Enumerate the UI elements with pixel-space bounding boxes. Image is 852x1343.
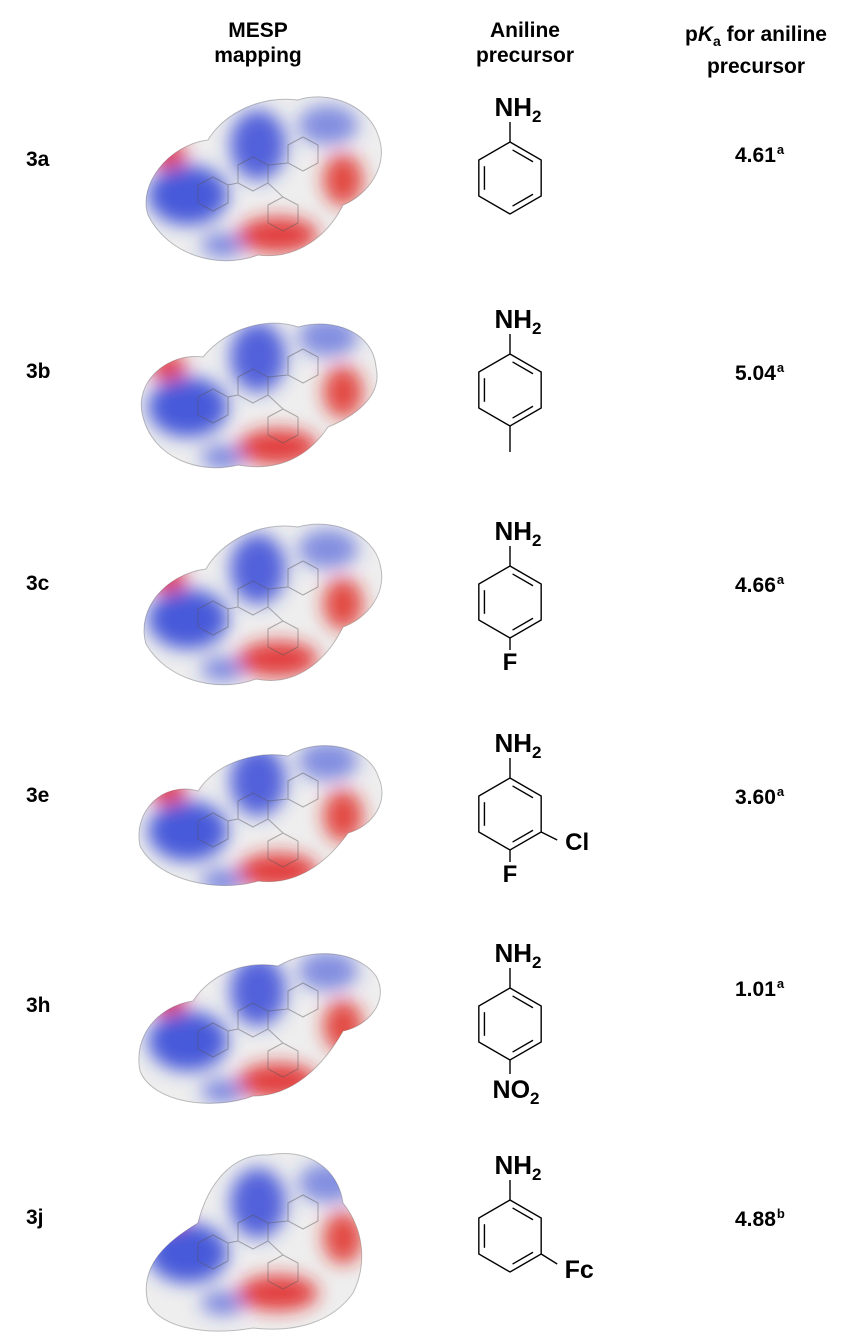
nh2-label: NH2 (494, 516, 541, 550)
pka-number: 3.60 (735, 786, 776, 809)
compound-row-3b: 3b NH2 5.04a (0, 282, 852, 494)
nh2-label: NH2 (494, 728, 541, 762)
mesp-map-image (128, 931, 388, 1121)
header-mesp-line2: mapping (214, 44, 302, 67)
header-aniline-line1: Aniline (489, 19, 560, 42)
ferrocenyl-label: Fc (565, 1256, 594, 1284)
nh2-label: NH2 (494, 304, 541, 338)
fluorine-label: F (503, 649, 518, 676)
pka-footnote: a (776, 976, 785, 991)
nh2-label: NH2 (494, 938, 541, 972)
benzene-ring (478, 968, 542, 1061)
pka-value: 5.04a (735, 360, 784, 386)
compound-id: 3h (26, 994, 51, 1017)
pka-footnote: a (776, 572, 785, 587)
chlorine-label: Cl (565, 829, 589, 856)
compound-row-3a: 3a NH2 4.61a (0, 70, 852, 282)
pka-value: 4.66a (735, 572, 784, 598)
compound-id: 3j (26, 1206, 44, 1229)
pka-footnote: a (776, 784, 785, 799)
pka-number: 5.04 (735, 362, 776, 385)
benzene-ring (478, 122, 542, 215)
header-aniline-line2: precursor (475, 44, 575, 67)
fc-bond (540, 1253, 558, 1265)
benzene-ring (478, 334, 542, 427)
mesp-map-image (128, 297, 388, 487)
nh2-label: NH2 (494, 1150, 541, 1184)
benzene-ring (478, 758, 542, 851)
mesp-map-image (128, 85, 388, 275)
pka-value: 3.60a (735, 784, 784, 810)
benzene-ring (478, 546, 542, 639)
compound-id: 3a (26, 148, 50, 171)
mesp-map-image (128, 721, 388, 911)
mesp-map-image (128, 509, 388, 699)
header-mesp: MESP mapping (178, 18, 338, 68)
header-aniline: Aniline precursor (450, 18, 600, 68)
pka-number: 4.88 (735, 1208, 776, 1231)
pka-value: 1.01a (735, 976, 784, 1002)
mesp-map-image (128, 1143, 388, 1333)
aniline-structure: NH2 (440, 282, 610, 492)
benzene-ring (478, 1180, 542, 1273)
pka-number: 4.61 (735, 144, 776, 167)
pka-value: 4.88b (735, 1206, 785, 1232)
header-pka-line2: precursor (706, 55, 806, 79)
pka-number: 1.01 (735, 978, 776, 1001)
nitro-label: NO2 (493, 1076, 540, 1108)
header-pka: pKa for aniline precursor (660, 22, 852, 79)
pka-value: 4.61a (735, 142, 784, 168)
compound-id: 3e (26, 784, 50, 807)
fluorine-label: F (503, 861, 518, 888)
pka-footnote: b (776, 1206, 785, 1221)
nh2-label: NH2 (494, 92, 541, 126)
header-mesp-line1: MESP (228, 19, 288, 42)
pka-footnote: a (776, 360, 785, 375)
header-pka-line1: pKa for aniline (685, 23, 827, 50)
pka-footnote: a (776, 142, 785, 157)
compound-id: 3c (26, 572, 50, 595)
cl-bond (540, 831, 558, 841)
pka-number: 4.66 (735, 574, 776, 597)
aniline-structure: NH2 (440, 70, 610, 280)
compound-id: 3b (26, 360, 51, 383)
